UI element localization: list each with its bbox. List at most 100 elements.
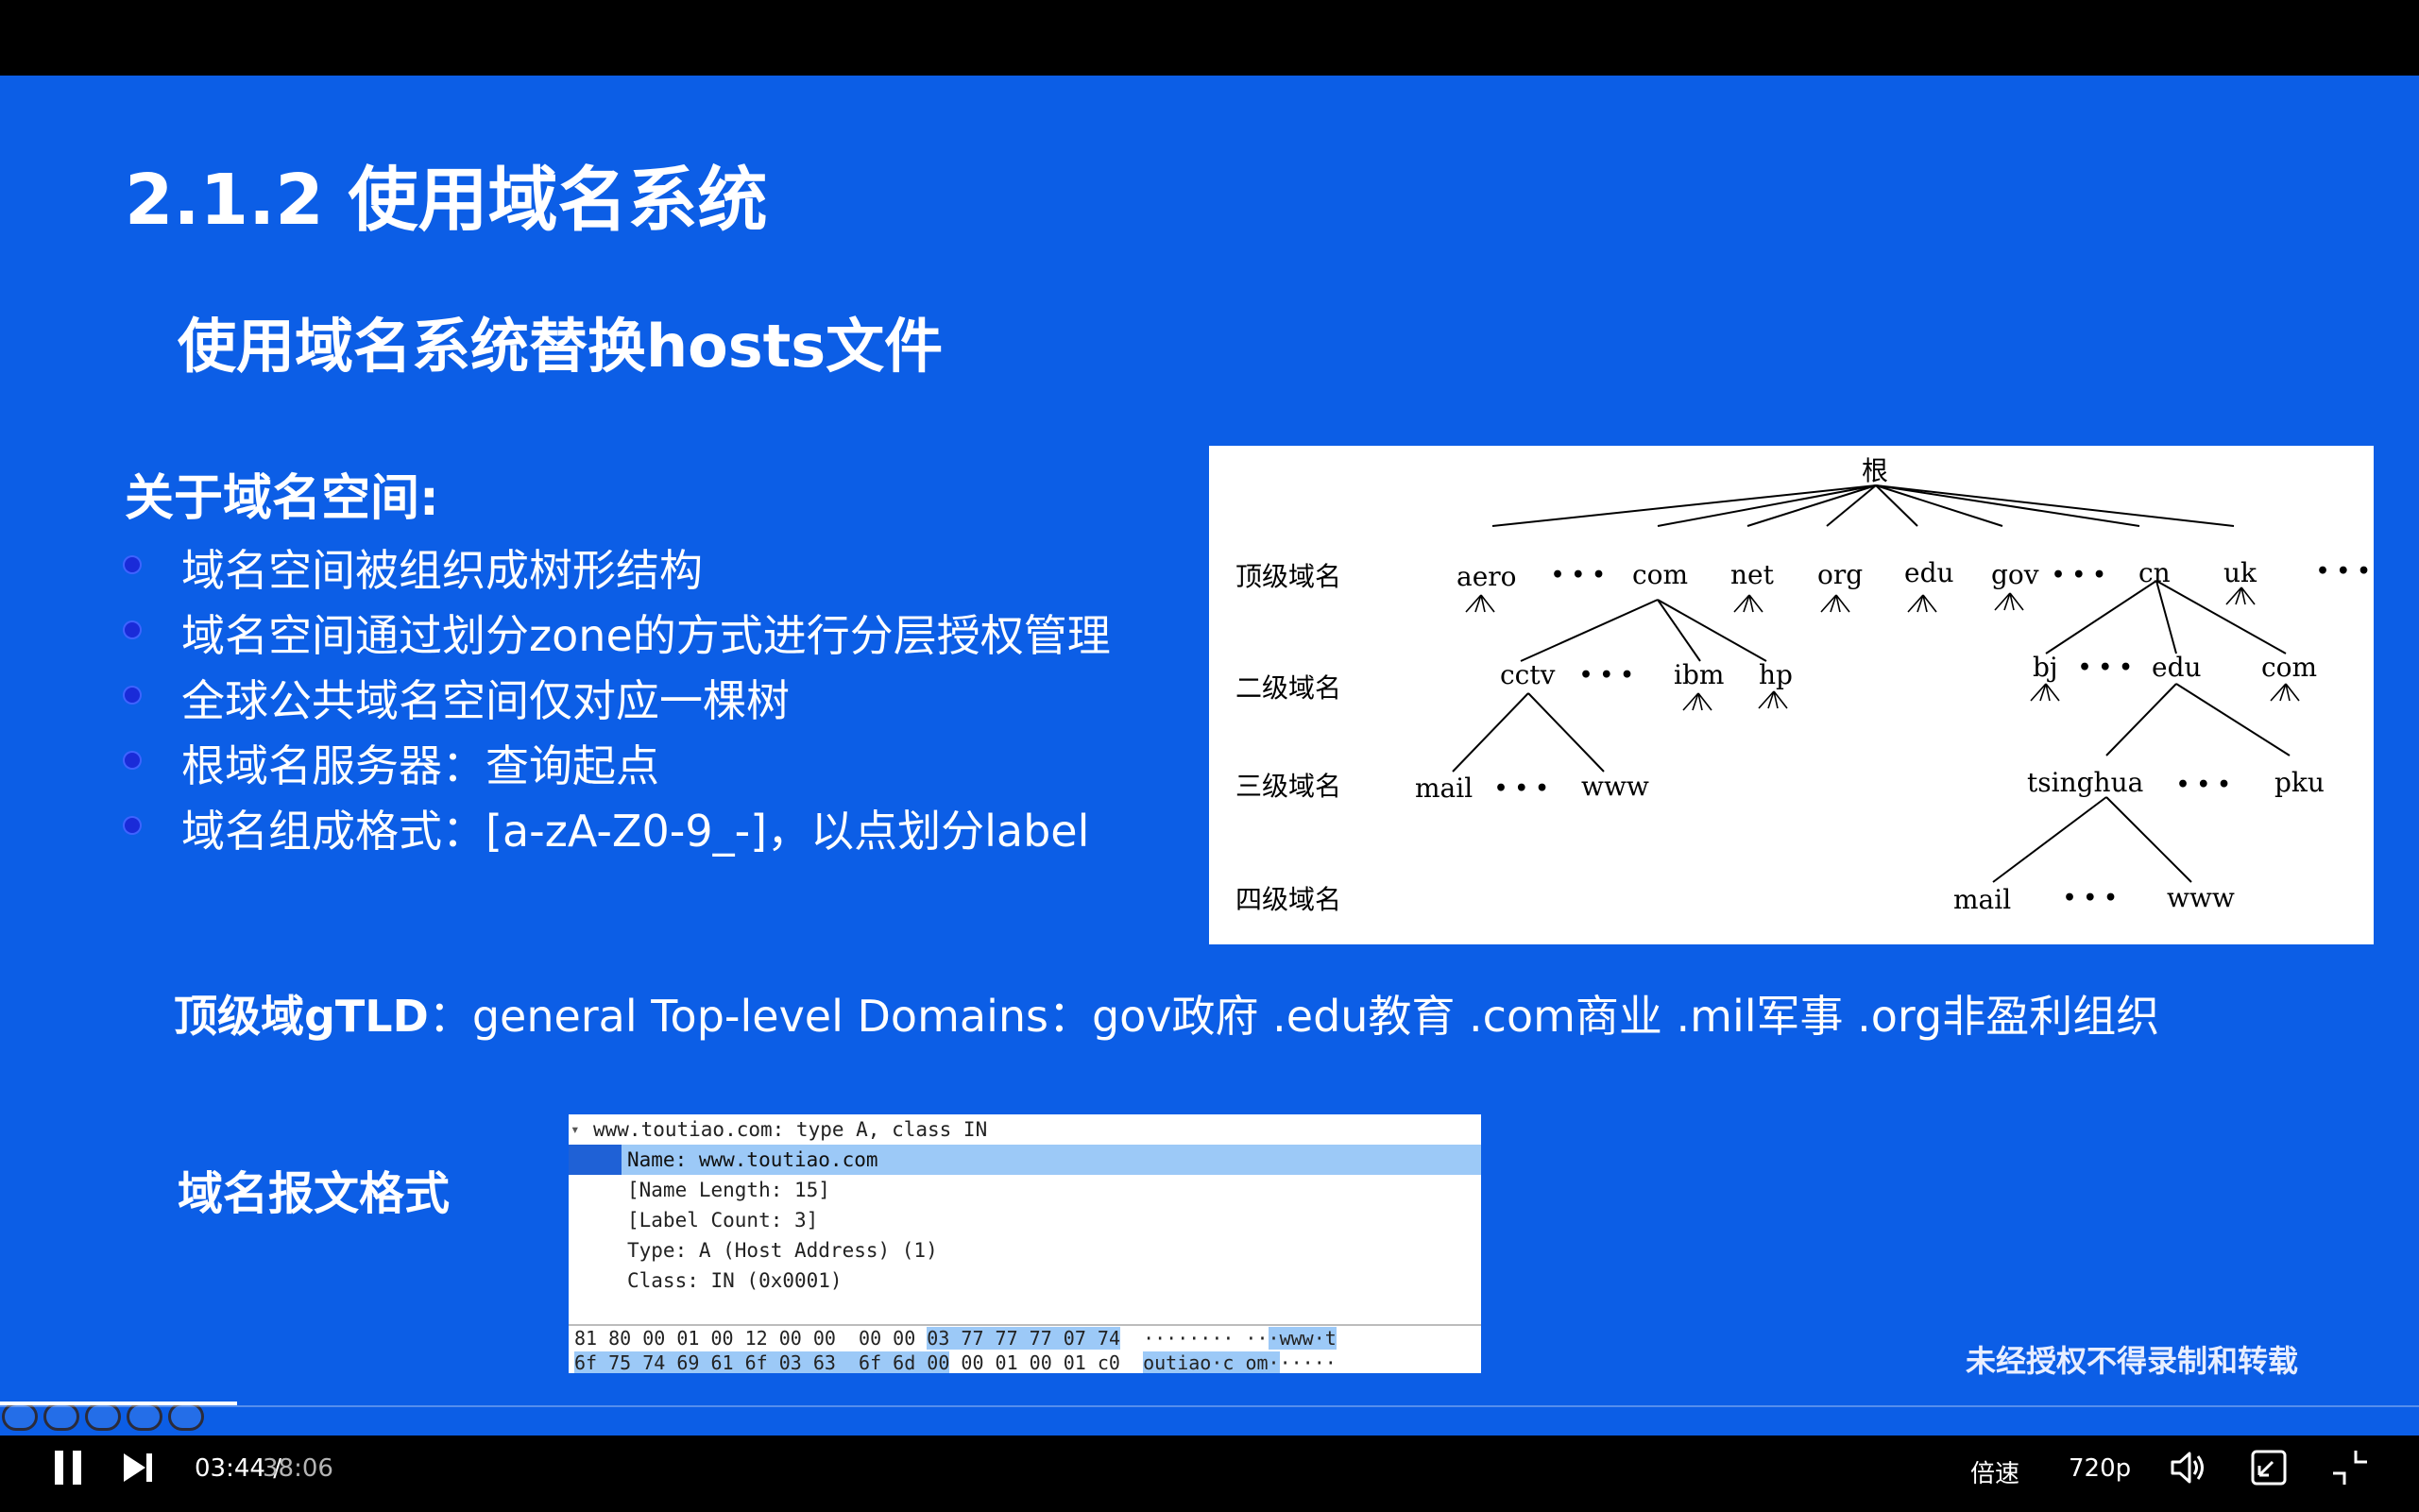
overlay-toolbar xyxy=(0,1398,204,1436)
bullet-item: 域名空间通过划分zone的方式进行分层授权管理 xyxy=(121,603,1111,669)
bullet-text: 域名组成格式：[a-zA-Z0-9_-]，以点划分label xyxy=(181,806,1090,857)
tree-node: hp xyxy=(1759,659,1793,690)
gtld-text: ：general Top-level Domains：gov政府 .edu教育 … xyxy=(428,991,2160,1042)
packet-format-label: 域名报文格式 xyxy=(178,1167,451,1220)
bullet-dot-icon xyxy=(125,557,140,572)
progress-fill xyxy=(0,1402,237,1405)
tree-level-label: 顶级域名 xyxy=(1235,561,1341,592)
selection-marker xyxy=(569,1145,622,1175)
tree-root-label: 根 xyxy=(1862,455,1888,486)
collapse-triangle-icon: ▾ xyxy=(571,1120,580,1138)
subtree-fans xyxy=(1465,586,2300,711)
progress-track[interactable] xyxy=(0,1405,2419,1407)
tree-node: www xyxy=(2167,882,2235,913)
tree-node: gov xyxy=(1991,559,2039,590)
packet-selected-text: Name: www.toutiao.com xyxy=(627,1148,878,1171)
hex-row: 81 80 00 01 00 12 00 00 00 00 03 77 77 7… xyxy=(574,1326,1337,1351)
bullet-dot-icon xyxy=(125,622,140,637)
bullet-dot-icon xyxy=(125,753,140,768)
tree-level-label: 二级域名 xyxy=(1235,672,1341,704)
copyright-watermark: 未经授权不得录制和转载 xyxy=(1965,1343,2298,1379)
packet-query-row: ▾ www.toutiao.com: type A, class IN xyxy=(569,1114,1481,1145)
hex-bytes: 00 01 00 01 c0 xyxy=(949,1351,1120,1373)
packet-detail-panel: ▾ www.toutiao.com: type A, class IN Name… xyxy=(569,1114,1481,1373)
hex-bytes-highlight: 6f 75 74 69 61 6f 03 63 6f 6d 00 xyxy=(574,1351,950,1373)
tree-ellipsis: • • • xyxy=(2063,886,2118,910)
packet-query-text: www.toutiao.com: type A, class IN xyxy=(593,1118,988,1141)
tree-level-label: 四级域名 xyxy=(1235,884,1341,915)
tree-node: bj xyxy=(2033,652,2058,683)
tree-node: com xyxy=(1632,559,1688,590)
bullet-dot-icon xyxy=(125,818,140,833)
player-controls: 03:44 / 38:06 倍速 720p xyxy=(0,1436,2419,1512)
quality-button[interactable]: 720p xyxy=(2069,1454,2132,1483)
tree-node: tsinghua xyxy=(2027,767,2143,798)
pause-button[interactable] xyxy=(55,1451,83,1485)
tree-ellipsis: • • • xyxy=(2176,773,2231,797)
tree-node: mail xyxy=(1415,773,1473,804)
bullet-text: 全球公共域名空间仅对应一棵树 xyxy=(181,675,790,726)
tree-node: cctv xyxy=(1500,659,1556,690)
tree-node: org xyxy=(1817,559,1863,590)
gtld-label: 顶级域gTLD xyxy=(174,991,429,1042)
packet-field: Class: IN (0x0001) xyxy=(627,1269,843,1292)
tree-node: com xyxy=(2261,652,2317,683)
volume-icon[interactable] xyxy=(2167,1447,2208,1488)
hex-ascii: ····· xyxy=(1279,1351,1337,1373)
panel-divider xyxy=(569,1324,1481,1326)
slide-subtitle: 使用域名系统替换hosts文件 xyxy=(178,312,944,381)
section-heading: 关于域名空间: xyxy=(125,470,439,527)
packet-field: [Name Length: 15] xyxy=(627,1179,830,1201)
domain-tree-svg: 根 顶级域名 二级域名 三级域名 四级域名 aero com net org e… xyxy=(1235,455,2371,915)
pause-icon xyxy=(55,1451,63,1485)
bullet-item: 域名组成格式：[a-zA-Z0-9_-]，以点划分label xyxy=(121,799,1111,864)
tree-ellipsis: • • • xyxy=(1579,663,1634,688)
hex-ascii-highlight: ·www·t xyxy=(1268,1327,1337,1350)
tree-ellipsis: • • • xyxy=(1551,563,1606,587)
bullet-text: 域名空间被组织成树形结构 xyxy=(181,545,703,596)
skip-next-icon xyxy=(124,1453,152,1482)
total-time: 38:06 xyxy=(263,1454,333,1483)
tree-level-label: 三级域名 xyxy=(1235,771,1341,802)
picture-in-picture-icon[interactable] xyxy=(2248,1447,2290,1488)
next-button[interactable] xyxy=(121,1451,155,1485)
top-letterbox xyxy=(0,0,2419,76)
bullet-list: 域名空间被组织成树形结构 域名空间通过划分zone的方式进行分层授权管理 全球公… xyxy=(121,538,1111,864)
lecture-slide: 2.1.2 使用域名系统 使用域名系统替换hosts文件 关于域名空间: 域名空… xyxy=(0,76,2419,1436)
bullet-item: 全球公共域名空间仅对应一棵树 xyxy=(121,669,1111,734)
hex-ascii: ········ ·· xyxy=(1119,1327,1269,1350)
speed-button[interactable]: 倍速 xyxy=(1970,1460,2020,1488)
tree-ellipsis: • • • xyxy=(2316,559,2371,584)
tree-node: aero xyxy=(1457,561,1517,592)
tree-ellipsis: • • • xyxy=(2052,563,2106,587)
bullet-item: 域名空间被组织成树形结构 xyxy=(121,538,1111,603)
tree-node: net xyxy=(1730,559,1775,590)
tree-ellipsis: • • • xyxy=(2078,655,2133,680)
hex-ascii-highlight: outiao·c om· xyxy=(1143,1351,1280,1373)
pause-icon xyxy=(73,1451,81,1485)
hex-bytes-highlight: 03 77 77 77 07 74 xyxy=(927,1327,1120,1350)
packet-field: [Label Count: 3] xyxy=(627,1209,819,1232)
tree-node: uk xyxy=(2223,557,2257,588)
bullet-item: 根域名服务器：查询起点 xyxy=(121,734,1111,799)
bullet-text: 域名空间通过划分zone的方式进行分层授权管理 xyxy=(181,610,1111,661)
slide-title: 2.1.2 使用域名系统 xyxy=(125,160,768,241)
tree-node: ibm xyxy=(1674,659,1724,690)
current-time: 03:44 / xyxy=(195,1454,281,1483)
domain-tree-figure: 根 顶级域名 二级域名 三级域名 四级域名 aero com net org e… xyxy=(1209,446,2374,944)
tree-ellipsis: • • • xyxy=(1494,776,1549,801)
tree-node: mail xyxy=(1953,884,2011,915)
packet-field: Type: A (Host Address) (1) xyxy=(627,1239,938,1262)
tree-node: www xyxy=(1581,771,1649,802)
packet-selected-row: Name: www.toutiao.com xyxy=(569,1145,1481,1175)
tree-node: pku xyxy=(2274,767,2325,798)
tree-node: edu xyxy=(2152,652,2202,683)
hex-ascii xyxy=(1120,1351,1143,1373)
exit-fullscreen-icon[interactable] xyxy=(2329,1447,2371,1488)
gtld-description: 顶级域gTLD：general Top-level Domains：gov政府 … xyxy=(174,982,2159,1045)
tree-node: cn xyxy=(2138,557,2171,588)
bullet-dot-icon xyxy=(125,688,140,703)
tree-node: edu xyxy=(1904,557,1954,588)
hex-row: 6f 75 74 69 61 6f 03 63 6f 6d 00 00 01 0… xyxy=(574,1351,1337,1373)
